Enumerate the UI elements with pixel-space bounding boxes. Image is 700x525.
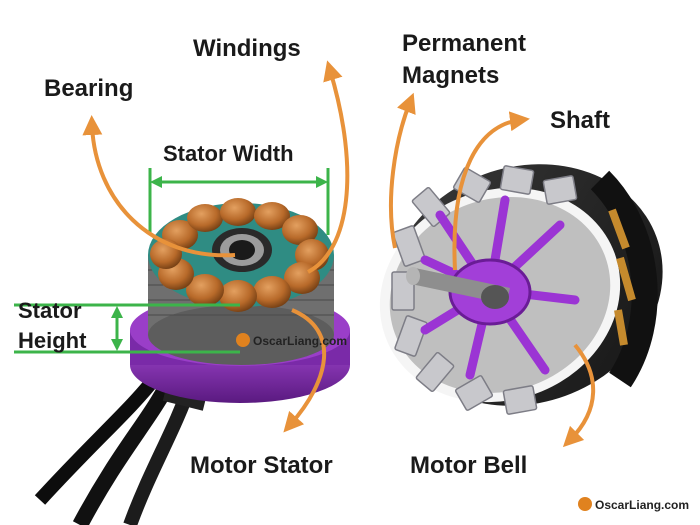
magnets-arrow	[389, 92, 416, 249]
windings-label: Windings	[193, 35, 301, 62]
windings-arrow	[307, 60, 350, 274]
permanent-magnets-label-line1: Permanent	[402, 30, 527, 57]
bearing-arrow	[82, 115, 236, 258]
stator-width-dimension	[148, 168, 330, 235]
motor-stator-arrow	[283, 308, 327, 433]
oscarliang-logo-icon	[578, 497, 592, 511]
stator-height-label-line2: Height	[18, 328, 87, 353]
motor-stator-label: Motor Stator	[190, 452, 333, 479]
shaft-arrow	[452, 111, 530, 271]
motor-stator	[130, 198, 350, 403]
callout-arrows	[82, 60, 596, 448]
motor-cables	[34, 373, 208, 525]
shaft-label: Shaft	[550, 107, 610, 134]
motor-bell-arrow	[562, 343, 596, 448]
motor-bell	[379, 164, 663, 415]
motor-bell-label: Motor Bell	[410, 452, 528, 479]
bearing-label: Bearing	[44, 75, 134, 102]
watermark-corner: OscarLiang.com	[578, 497, 689, 512]
shaft	[406, 267, 510, 309]
stator-width-label: Stator Width	[163, 141, 294, 166]
stator-height-label-line1: Stator	[18, 298, 82, 323]
bearing	[212, 228, 272, 272]
watermark-center: OscarLiang.com	[236, 333, 347, 348]
stator-height-dimension	[14, 303, 240, 354]
permanent-magnets-label-line2: Magnets	[402, 62, 500, 89]
oscarliang-logo-icon	[236, 333, 250, 347]
